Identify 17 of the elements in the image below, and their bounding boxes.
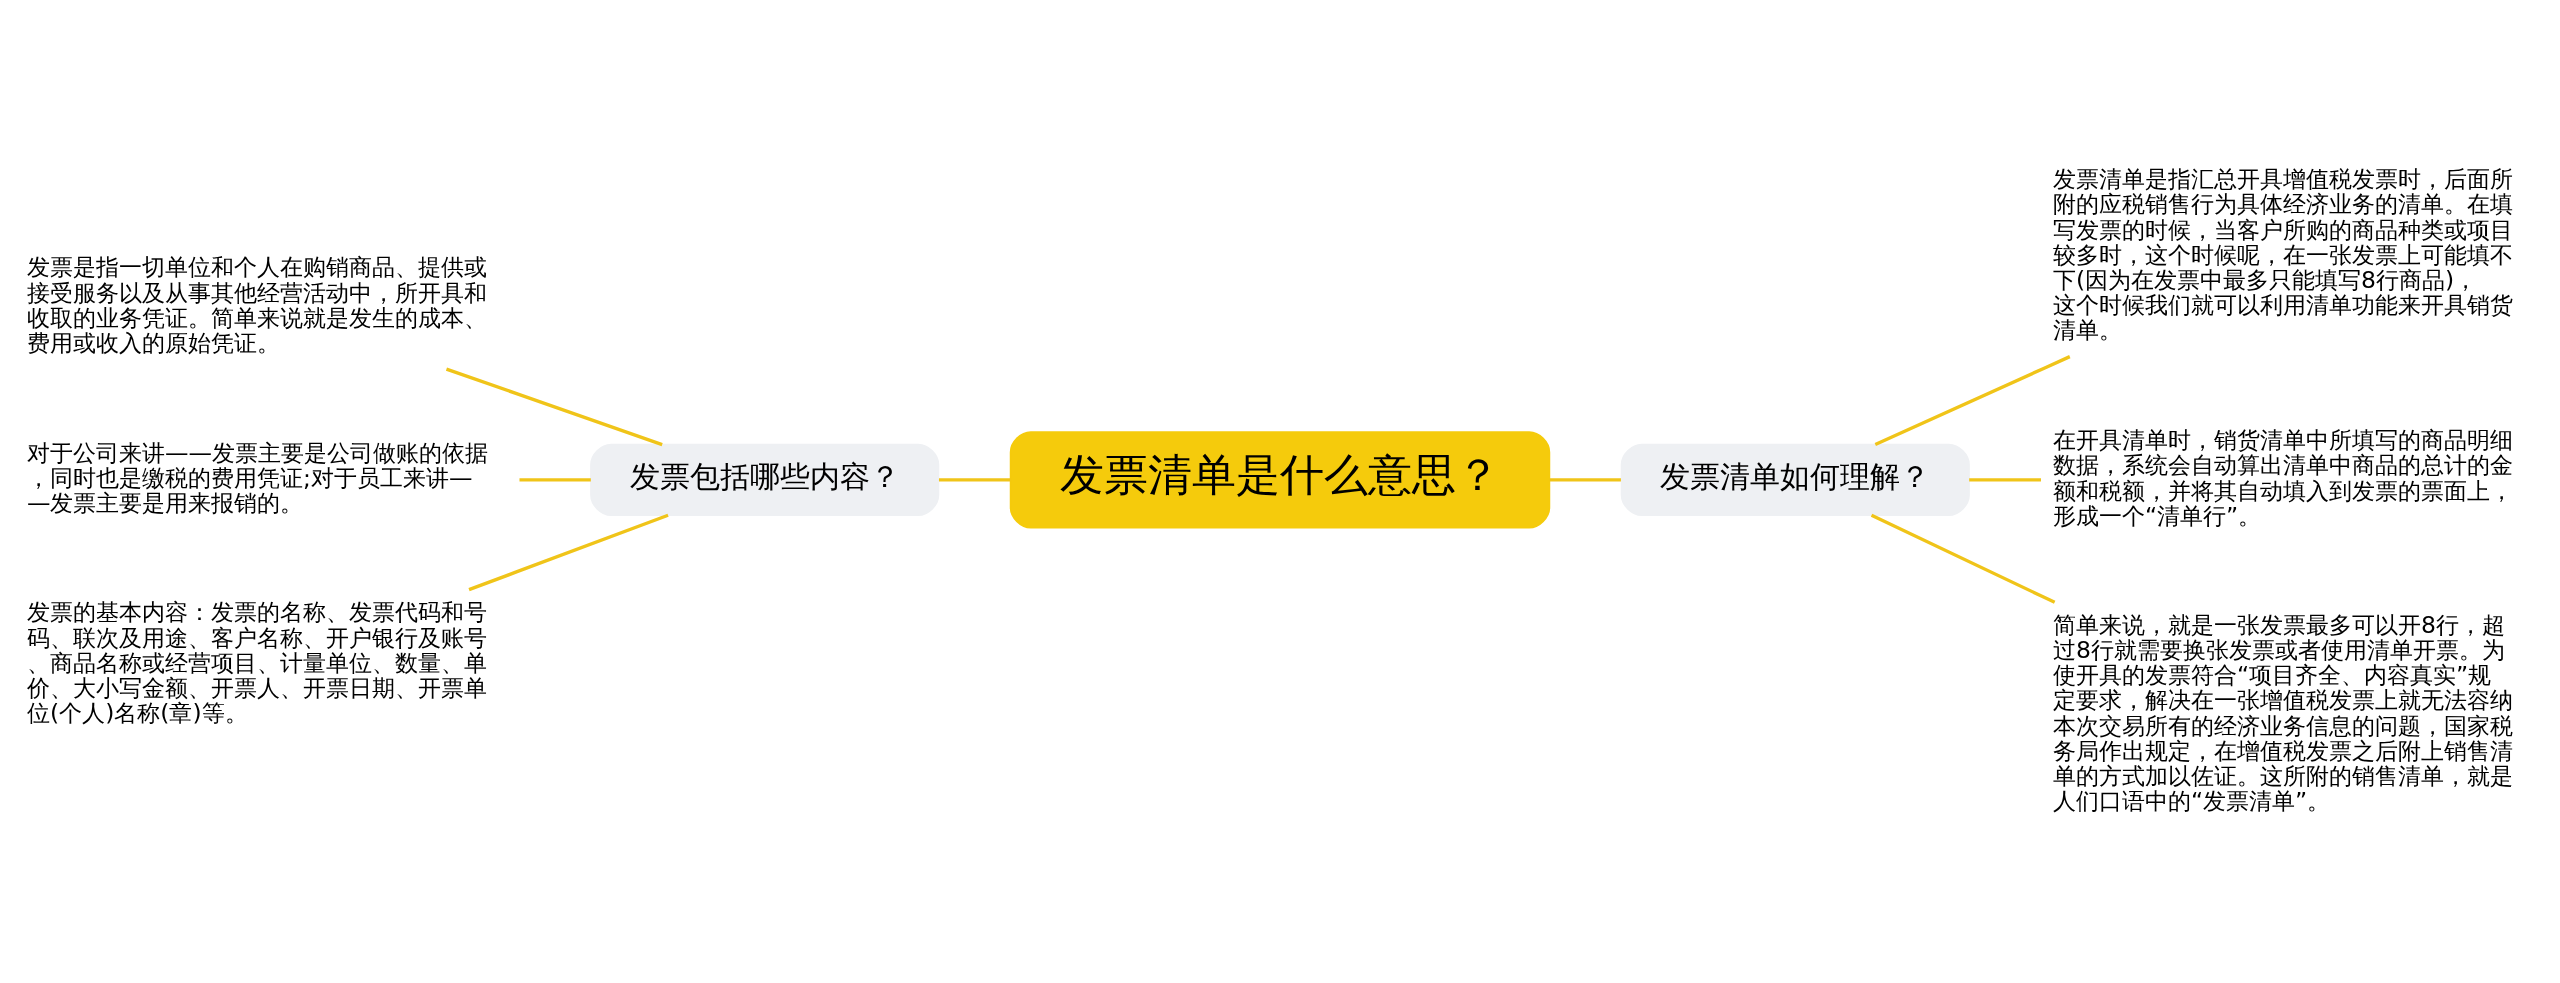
connector <box>1874 354 2071 446</box>
node-text: 简单来说，就是一张发票最多可以开8行，超过8行就需要换张发票或者使用清单开票。为使开具的发票符合“项目齐全、内容真实”规定要求，解决在一张增值税发票上就无法容纳本次交易所有的经济业务信息的问题，国家税务局作出规定，在增值税发票之后附上销售清单的方式加以佐证。这所附的销售清单，就是人们口语中的“发票清单”。 <box>2052 610 2513 815</box>
node-box: 发票包括哪些内容？ <box>590 443 940 516</box>
connector <box>445 367 663 446</box>
connector <box>1969 477 2041 481</box>
connector <box>938 477 1011 481</box>
connector <box>1870 513 2056 604</box>
node-text: 对于公司来讲——发票主要是公司做账的依据，同时也是缴税的费用凭证;对于员工来讲——发票主要是用来报销的。 <box>26 438 488 517</box>
node-text: 发票清单是指汇总开具增值税发票时，后面所附的应税销售行为具体经济业务的清单。在填写发票的时候，当客户所购的商品种类或项目较多时，这个时候呢，在一张发票上可能填不下(因为在发票中最多只能填写8行商品)，这个时候我们就可以利用清单功能来开具销货清单。 <box>2052 164 2513 344</box>
node-text: 在开具清单时，销货清单中所填写的商品明细数据，系统会自动算出清单中商品的总计的金额和税额，并将其自动填入到发票的票面上，形成一个“清单行”。 <box>2052 425 2513 530</box>
connector <box>1549 477 1621 481</box>
node-text: 发票是指一切单位和个人在购销商品、提供或接受服务以及从事其他经营活动中，所开具和收取的业务凭证。简单来说就是发生的成本、费用或收入的原始凭证。 <box>26 252 487 357</box>
connector <box>519 477 591 481</box>
node-box: 发票清单是什么意思？ <box>1009 430 1551 528</box>
connector <box>468 513 669 591</box>
node-box: 发票清单如何理解？ <box>1620 443 1970 516</box>
node-text: 发票的基本内容：发票的名称、发票代码和号码、联次及用途、客户名称、开户银行及账号、商品名称或经营项目、计量单位、数量、单价、大小写金额、开票人、开票日期、开票单位(个人)名称(章)等。 <box>26 597 487 727</box>
